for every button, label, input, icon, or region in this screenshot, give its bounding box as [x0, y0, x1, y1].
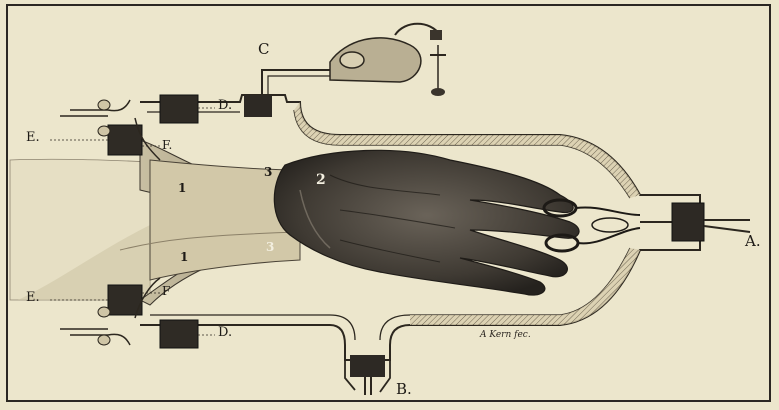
label-d-bottom: D. [218, 325, 232, 340]
part-3-top: 3 [264, 165, 272, 179]
engraver-signature: A Kern fec. [480, 330, 531, 340]
label-a: A. [745, 232, 761, 250]
label-f-bottom: F [162, 284, 170, 298]
part-1-top: 1 [178, 181, 186, 195]
label-d-top: D. [218, 98, 232, 113]
label-e-bottom: E. [26, 290, 40, 305]
label-f-top: F. [162, 138, 172, 152]
label-c: C [258, 40, 269, 58]
label-b: B. [396, 380, 412, 398]
part-1-bottom: 1 [180, 250, 188, 264]
label-e-top: E. [26, 130, 40, 145]
part-2: 2 [316, 172, 326, 188]
part-3-bottom: 3 [266, 240, 274, 254]
stopper-d-top [160, 95, 198, 123]
stopper-a [672, 203, 704, 241]
stopper-d-bottom [160, 320, 198, 348]
stopper-c [244, 95, 272, 117]
stopper-e-top [108, 125, 142, 155]
